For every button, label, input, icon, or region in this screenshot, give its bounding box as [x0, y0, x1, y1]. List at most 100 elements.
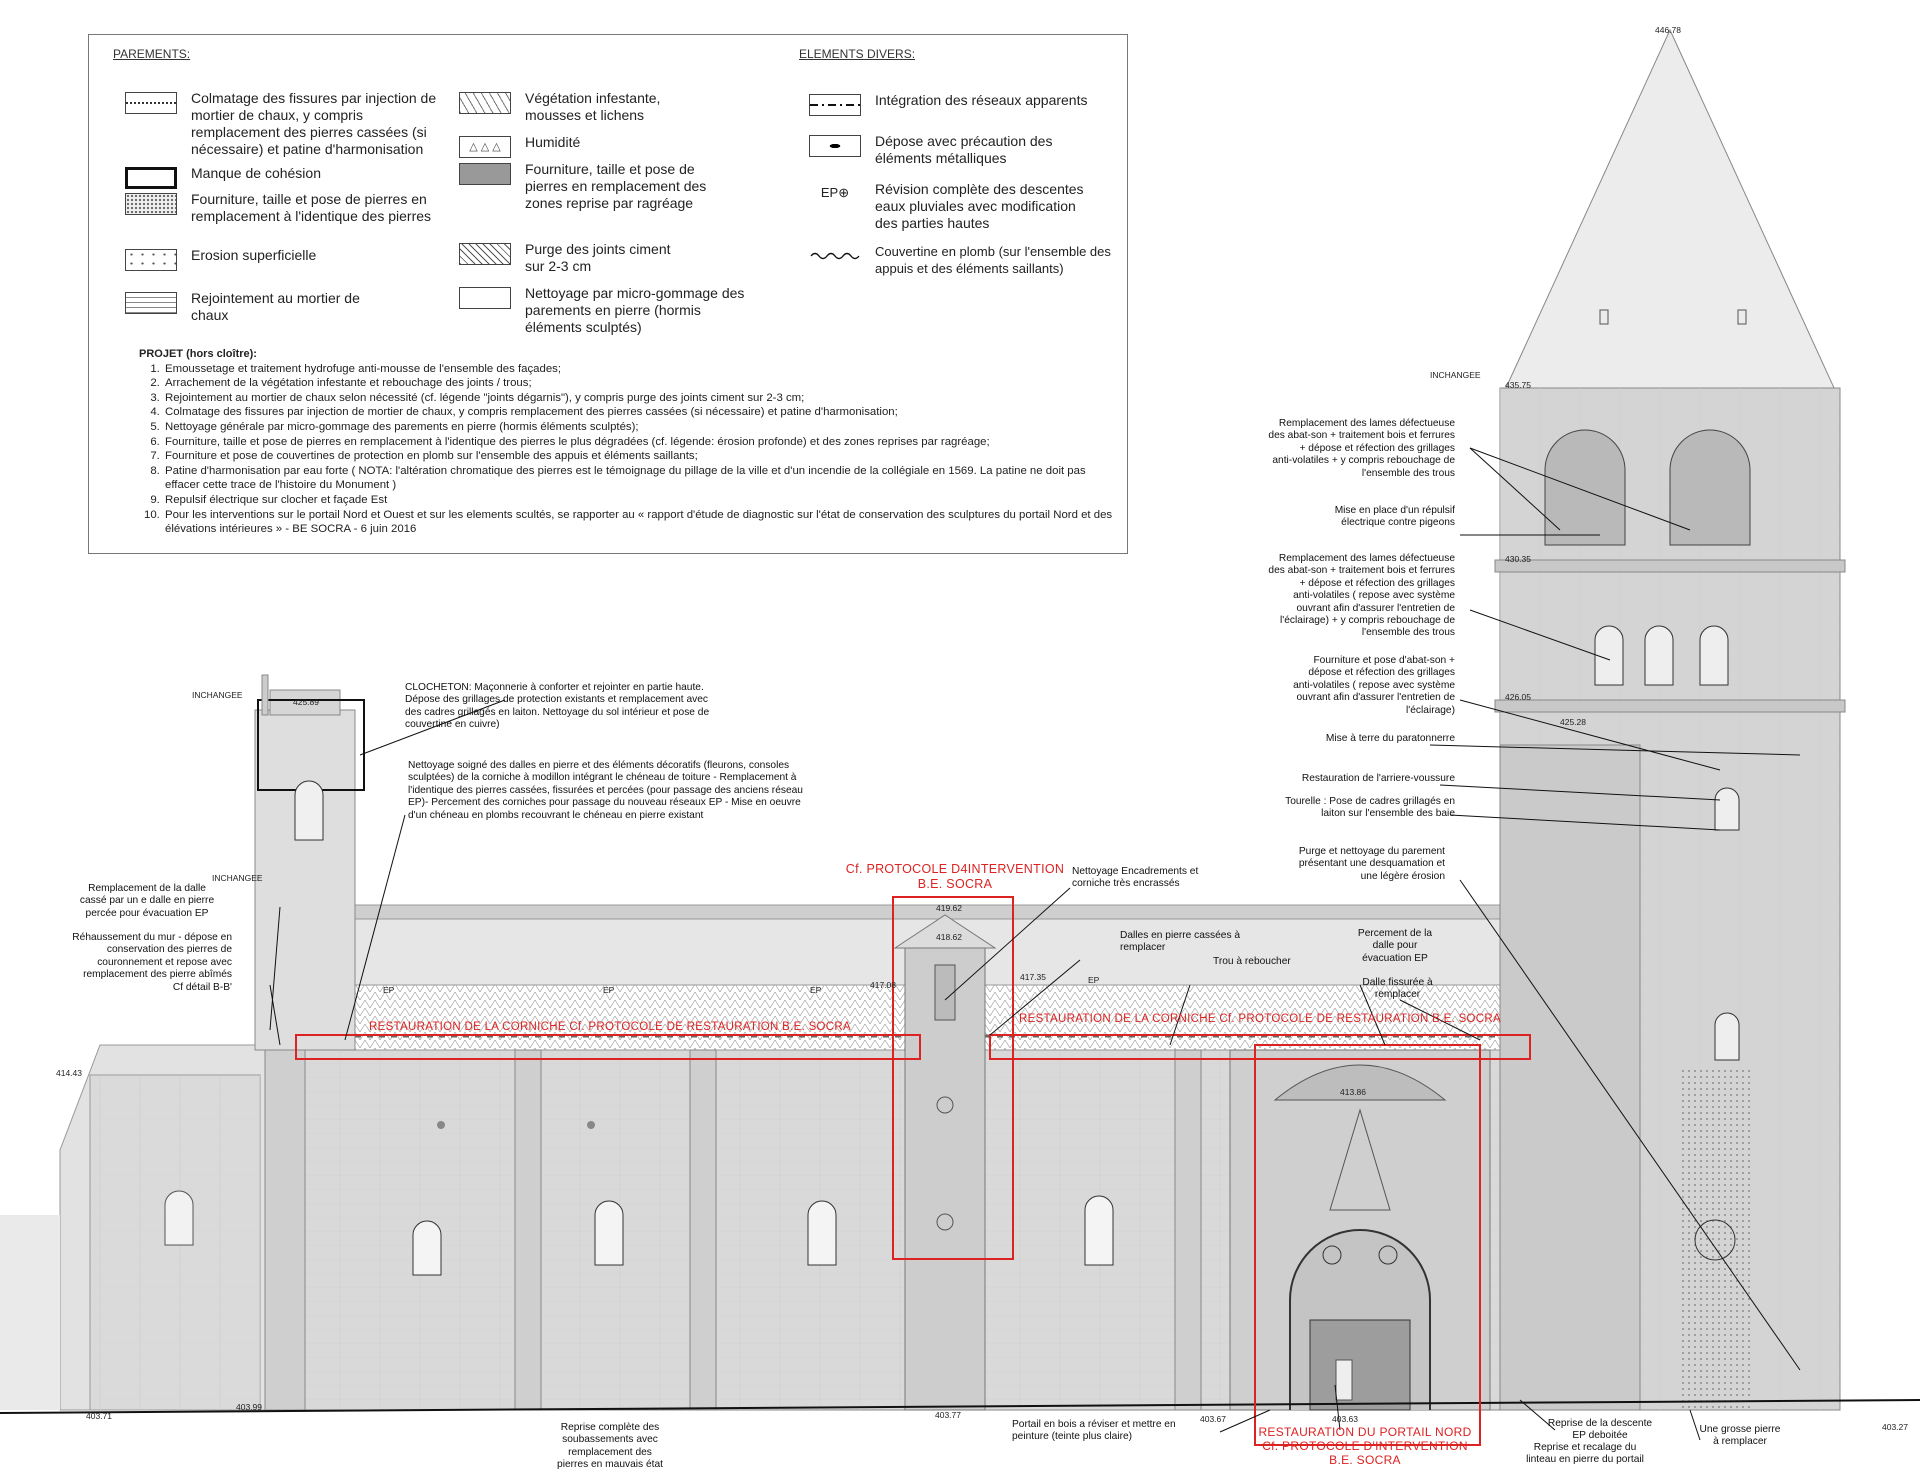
legend-item-ragreage: Fourniture, taille et pose de pierres en… [459, 161, 759, 212]
swatch-erosion [125, 249, 177, 271]
note-remplacement-dalle: Remplacement de la dalle cassé par un e … [79, 883, 215, 919]
ep-label: EP [383, 985, 395, 995]
red-label-corniche-left: RESTAURATION DE LA CORNICHE Cf. PROTOCOL… [369, 1021, 851, 1033]
legend-item-metalliques: Dépose avec précaution des éléments méta… [809, 133, 1124, 167]
ep-label: EP [603, 985, 615, 995]
legend-item-vegetation: Végétation infestante, mousses et lichen… [459, 90, 759, 124]
swatch-vegetation [459, 92, 511, 114]
legend-label: Intégration des réseaux apparents [875, 92, 1088, 108]
level-mark: 403.27 [1882, 1422, 1908, 1432]
legend-parements-title: PAREMENTS: [113, 47, 191, 61]
red-label-portail: RESTAURATION DU PORTAIL NORD Cf. PROTOCO… [1258, 1425, 1472, 1467]
ep-label: EP [810, 985, 822, 995]
legend-item-nettoyage: Nettoyage par micro-gommage des parement… [459, 285, 759, 336]
level-mark: 426.05 [1505, 692, 1531, 702]
inchangee-label: INCHANGEE [212, 873, 263, 883]
legend-label: Fourniture, taille et pose de pierres en… [191, 191, 432, 224]
note-lames-2: Remplacement des lames défectueuse des a… [1268, 553, 1455, 639]
note-descente: Reprise de la descente EP deboitée [1547, 1418, 1653, 1442]
legend-item-humidite: △ △ △ Humidité [459, 134, 759, 158]
note-tourelle: Tourelle : Pose de cadres grillagés en l… [1285, 796, 1455, 820]
note-repulsif: Mise en place d'un répulsif électrique c… [1334, 505, 1455, 529]
red-box-corniche-left [295, 1034, 921, 1060]
note-paratonnerre: Mise à terre du paratonnerre [1325, 733, 1455, 744]
left-chapel [0, 1044, 271, 1411]
note-dalle-fissuree: Dalle fissurée à remplacer [1362, 977, 1433, 1001]
projet-item: Fourniture, taille et pose de pierres en… [163, 435, 1119, 450]
legend-item-cohesion: Manque de cohésion [125, 165, 455, 189]
swatch-purge [459, 243, 511, 265]
note-clocheton: CLOCHETON: Maçonnerie à conforter et rej… [405, 682, 710, 731]
level-mark: 435.75 [1505, 380, 1531, 390]
level-mark: 417.08 [870, 980, 896, 990]
ground-line [0, 1399, 1920, 1414]
projet-item: Colmatage des fissures par injection de … [163, 405, 1119, 420]
level-mark: 403.77 [935, 1410, 961, 1420]
swatch-dot [809, 135, 861, 157]
level-mark: 403.71 [86, 1411, 112, 1421]
red-box-turret [892, 896, 1014, 1260]
swatch-dashdot [809, 94, 861, 116]
swatch-nettoyage [459, 287, 511, 309]
projet-item: Arrachement de la végétation infestante … [163, 376, 1119, 391]
note-rehaussement: Réhaussement du mur - dépose en conserva… [72, 932, 232, 993]
projet-item: Repulsif électrique sur clocher et façad… [163, 493, 1119, 508]
projet-item: Nettoyage générale par micro-gommage des… [163, 420, 1119, 435]
swatch-wave [809, 245, 861, 267]
bell-tower [1494, 28, 1846, 1411]
note-arriere-voussure: Restauration de l'arriere-voussure [1301, 773, 1455, 784]
swatch-ragreage [459, 163, 511, 185]
legend-panel: PAREMENTS: ELEMENTS DIVERS: Colmatage de… [88, 34, 1128, 554]
legend-item-reseaux: Intégration des réseaux apparents [809, 92, 1124, 116]
projet-title: PROJET (hors cloître): [139, 348, 257, 360]
red-box-corniche-right [989, 1034, 1531, 1060]
projet-item: Emoussetage et traitement hydrofuge anti… [163, 362, 1119, 377]
leader-lines [269, 447, 1801, 1441]
note-fourniture-abat: Fourniture et pose d'abat-son + dépose e… [1293, 655, 1455, 716]
legend-label: Dépose avec précaution des éléments méta… [875, 133, 1053, 166]
level-mark: 413.86 [1340, 1087, 1366, 1097]
legend-label: Fourniture, taille et pose de pierres en… [525, 161, 707, 211]
north-portal [1229, 1049, 1491, 1411]
legend-label: Végétation infestante, mousses et lichen… [525, 90, 661, 123]
level-mark: 425.89 [293, 697, 319, 707]
projet-item: Rejointement au mortier de chaux selon n… [163, 391, 1119, 406]
red-label-protocole: Cf. PROTOCOLE D4INTERVENTION B.E. SOCRA [845, 862, 1065, 891]
level-mark: 446.78 [1655, 25, 1681, 35]
note-reprise-soubassements: Reprise complète des soubassements avec … [557, 1422, 663, 1471]
projet-item: Fourniture et pose de couvertines de pro… [163, 449, 1119, 464]
swatch-rejointement [125, 292, 177, 314]
legend-label: Rejointement au mortier de chaux [191, 290, 360, 323]
red-box-portail [1254, 1044, 1481, 1446]
central-turret [893, 914, 997, 1411]
note-trou: Trou à reboucher [1213, 956, 1291, 967]
note-grosse-pierre: Une grosse pierre à remplacer [1699, 1424, 1781, 1448]
legend-label: Nettoyage par micro-gommage des parement… [525, 285, 745, 335]
level-mark: 414.43 [56, 1068, 82, 1078]
level-mark: 417.35 [1020, 972, 1046, 982]
swatch-ep: EP⊕ [809, 183, 861, 205]
swatch-humidite: △ △ △ [459, 136, 511, 158]
note-linteau: Reprise et recalage du linteau en pierre… [1526, 1442, 1644, 1466]
projet-item: Pour les interventions sur le portail No… [163, 508, 1119, 537]
legend-divers-title: ELEMENTS DIVERS: [799, 47, 916, 61]
note-percement: Percement de la dalle pour évacuation EP [1357, 928, 1433, 964]
level-mark: 418.62 [936, 932, 962, 942]
note-dalles-cassees: Dalles en pierre cassées à remplacer [1120, 930, 1241, 954]
note-lames-1: Remplacement des lames défectueuse des a… [1268, 418, 1455, 479]
level-mark: 403.99 [236, 1402, 262, 1412]
legend-label: Erosion superficielle [191, 247, 317, 263]
swatch-fissures [125, 92, 177, 114]
inchangee-label: INCHANGEE [1430, 370, 1481, 380]
level-mark: 425.28 [1560, 717, 1586, 727]
legend-item-rejointement: Rejointement au mortier de chaux [125, 290, 455, 324]
legend-item-erosion: Erosion superficielle [125, 247, 455, 271]
note-nettoyage-encadrements: Nettoyage Encadrements et corniche très … [1072, 866, 1199, 890]
level-mark: 430.35 [1505, 554, 1531, 564]
legend-label: Purge des joints ciment sur 2-3 cm [525, 241, 671, 274]
projet-item: Patine d'harmonisation par eau forte ( N… [163, 464, 1119, 493]
legend-item-couvertine: Couvertine en plomb (sur l'ensemble des … [809, 243, 1124, 277]
note-portail-bois: Portail en bois a réviser et mettre en p… [1012, 1419, 1176, 1443]
red-label-corniche-right: RESTAURATION DE LA CORNICHE Cf. PROTOCOL… [1019, 1013, 1501, 1025]
